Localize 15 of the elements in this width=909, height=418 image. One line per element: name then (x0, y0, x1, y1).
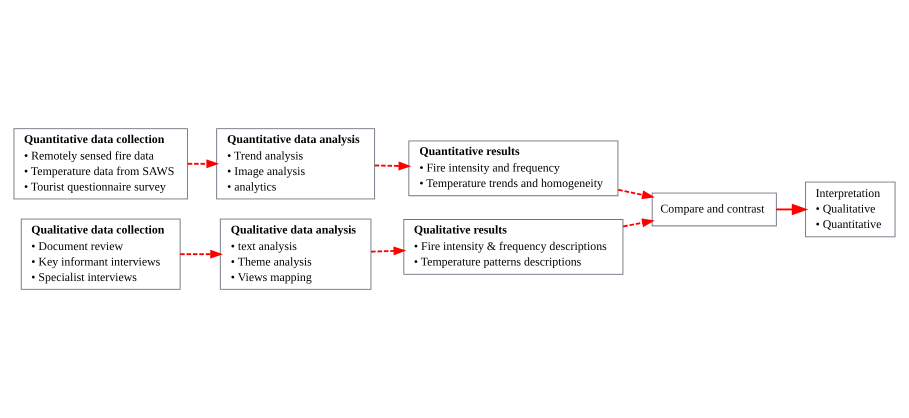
arrow (371, 246, 406, 256)
arrow (618, 188, 655, 200)
node-box: Qualitative results • Fire intensity & frequency descriptions • Temperature patterns descriptions (403, 219, 624, 275)
node-box: Quantitative results • Fire intensity and frequency • Temperature trends and homogeneity (408, 140, 618, 196)
node-box: Interpretation • Qualitative • Quantitative (805, 182, 896, 238)
node-box: Quantitative data analysis • Trend analysis • Image analysis • analytics (216, 128, 376, 200)
arrow (188, 159, 220, 168)
arrow (622, 218, 655, 228)
arrow (180, 250, 224, 259)
arrow (374, 161, 412, 170)
node-box: Quantitative data collection • Remotely sensed fire data • Temperature data from SAWS • Tourist questionnaire survey (14, 128, 188, 200)
node-box: Qualitative data analysis • text analysis • Theme analysis • Views mapping (220, 218, 372, 290)
node-box: Qualitative data collection • Document review • Key informant interviews • Specialist interviews (20, 218, 181, 290)
arrow (776, 204, 808, 216)
node-box: Compare and contrast (652, 192, 777, 226)
